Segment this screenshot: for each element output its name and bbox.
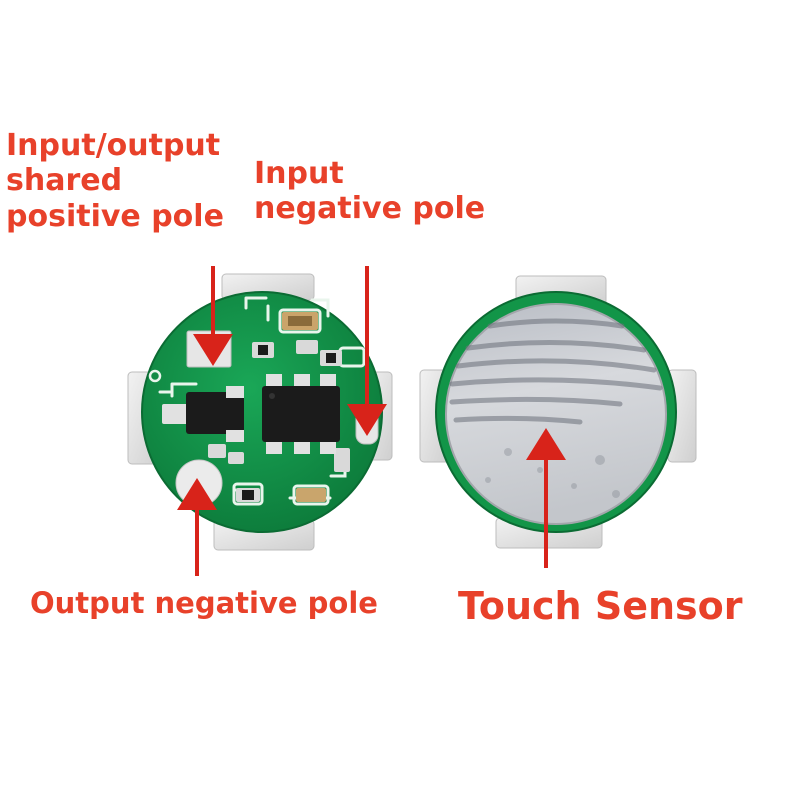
label-line: Input [254,156,344,191]
label-shared-positive-pole: Input/output shared positive pole [6,128,224,234]
transistor-chip [162,386,244,442]
metal-streaks [449,318,663,425]
solder-pad-icon [186,330,232,368]
ic-chip-icon [262,374,340,454]
silkscreen-dot [148,369,162,383]
label-line: Input/output [6,128,221,163]
smd-components [208,312,350,502]
label-line: positive pole [6,198,224,234]
label-touch-sensor: Touch Sensor [458,584,743,628]
label-output-negative-pole: Output negative pole [30,586,378,620]
metal-speckle [485,448,620,498]
label-input-negative-pole: Input negative pole [254,156,485,227]
arrow-pointer-icon [177,266,566,576]
pcb-board-left [127,273,393,551]
label-line: negative pole [254,191,486,227]
touch-sensor-board [419,275,697,549]
label-line: shared [6,163,123,199]
touch-sensor-plate [445,303,667,525]
